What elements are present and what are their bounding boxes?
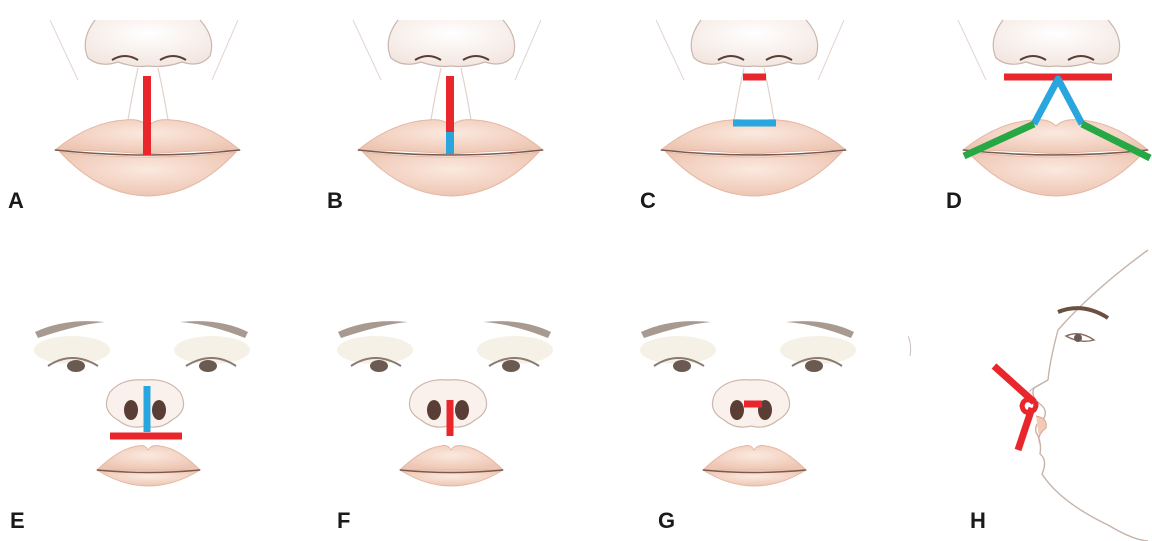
panel-h: H [908,240,1152,541]
panel-label: E [10,508,25,534]
lips [661,120,846,196]
panel-e: E [0,270,288,540]
lip-nose-illustration-c [606,0,894,270]
panel-c: C [606,0,894,270]
lip-nose-illustration-a [0,0,288,270]
panel-a: A [0,0,288,270]
face-front-illustration-g [606,270,894,541]
blue-peak-line [1034,79,1082,124]
panel-label: A [8,188,24,214]
lips [400,446,503,487]
face-profile-illustration-h [908,240,1152,541]
panel-label: F [337,508,350,534]
panel-d: D [908,0,1152,270]
nose [50,20,238,80]
lip-profile [1036,416,1046,444]
eyes [654,358,842,372]
lips [703,446,806,487]
face-front-illustration-f [303,270,591,541]
lips [963,120,1148,196]
lips [97,446,200,487]
panel-label: D [946,188,962,214]
panel-b: B [303,0,591,270]
panel-label: B [327,188,343,214]
lip-nose-illustration-d [908,0,1152,270]
eyes [351,358,539,372]
face-front-illustration-e [0,270,288,541]
panel-g: G [606,270,894,540]
nose [353,20,541,80]
panel-label: C [640,188,656,214]
panel-f: F [303,270,591,540]
nose [656,20,844,80]
eyes [48,358,236,372]
panel-label: H [970,508,986,534]
panel-label: G [658,508,675,534]
lip-nose-illustration-b [303,0,591,270]
nose [958,20,1120,80]
red-angle-marker [994,366,1036,450]
